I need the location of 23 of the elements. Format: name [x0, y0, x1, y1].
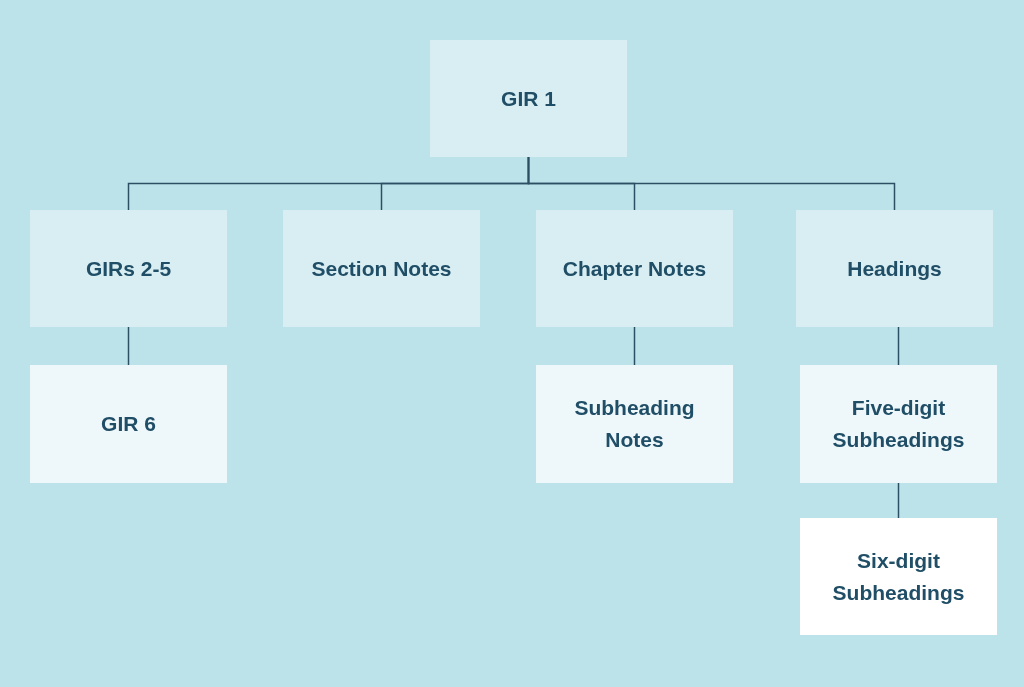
- box-label: GIRs 2-5: [85, 255, 172, 282]
- hierarchy-box: [800, 518, 997, 635]
- hierarchy-box: [536, 365, 733, 483]
- connector-line: [897, 326, 900, 366]
- box-label: Section Notes: [311, 255, 452, 282]
- box-label: Headings: [847, 255, 942, 282]
- connector-line: [527, 156, 896, 211]
- box-label: Subheading Notes: [573, 395, 696, 453]
- box-label: Six-digit Subheadings: [831, 547, 966, 606]
- hierarchy-box: [283, 210, 480, 327]
- hierarchy-box: [430, 40, 627, 157]
- hierarchy-box: [796, 210, 993, 327]
- hierarchy-box: [30, 365, 227, 483]
- box-label: Chapter Notes: [562, 255, 707, 282]
- hierarchy-box: [30, 210, 227, 327]
- box-label: Five-digit Subheadings: [831, 395, 966, 453]
- connector-line: [897, 482, 900, 519]
- connector-line: [633, 326, 636, 366]
- hierarchy-box: [536, 210, 733, 327]
- box-label: GIR 6: [101, 411, 156, 437]
- hierarchy-box: [800, 365, 997, 483]
- box-label: GIR 1: [501, 85, 556, 112]
- connector-line: [127, 326, 130, 366]
